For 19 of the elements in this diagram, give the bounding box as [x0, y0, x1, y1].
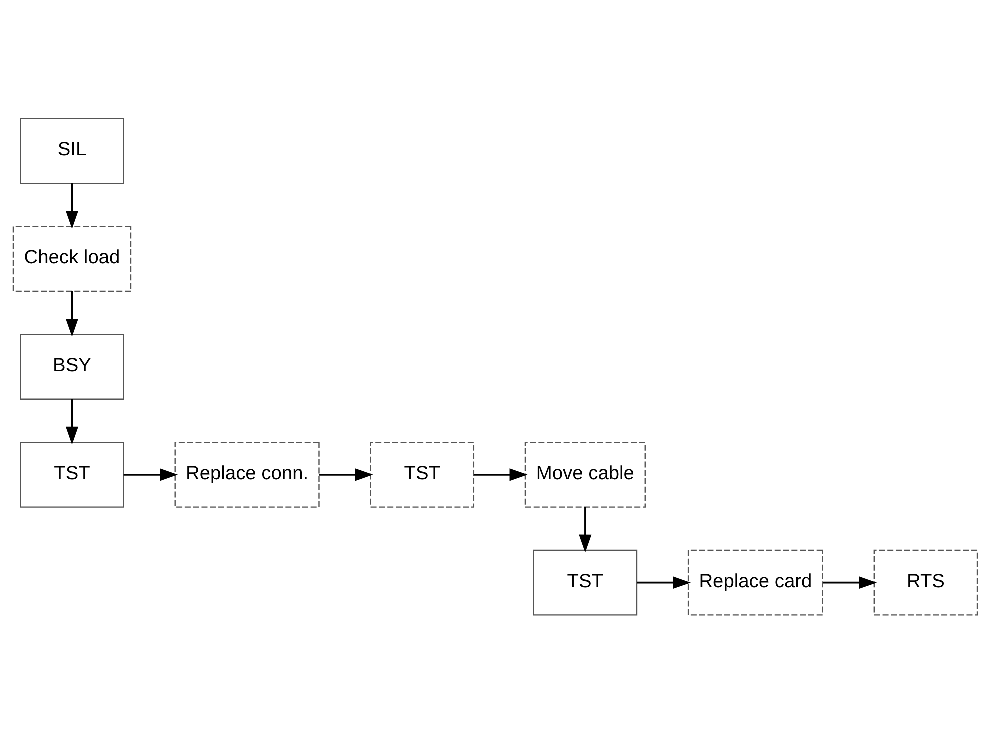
arrow [637, 576, 692, 590]
arrow [822, 576, 878, 590]
node-box: Replace card [688, 550, 824, 616]
node-box: Replace conn. [174, 442, 320, 508]
node-box: TST [370, 442, 475, 508]
arrow [66, 184, 79, 230]
node-box: SIL [20, 118, 124, 184]
arrow [66, 399, 79, 445]
node-box: Check load [12, 226, 132, 292]
node-box: TST [533, 550, 638, 616]
arrow [474, 468, 528, 482]
node-box: BSY [20, 334, 124, 400]
arrow [124, 468, 178, 482]
node-box: Move cable [524, 442, 646, 508]
node-box: RTS [874, 550, 978, 616]
node-box: TST [20, 442, 124, 508]
arrow [66, 291, 79, 337]
arrow [320, 468, 374, 482]
arrow [579, 507, 592, 553]
